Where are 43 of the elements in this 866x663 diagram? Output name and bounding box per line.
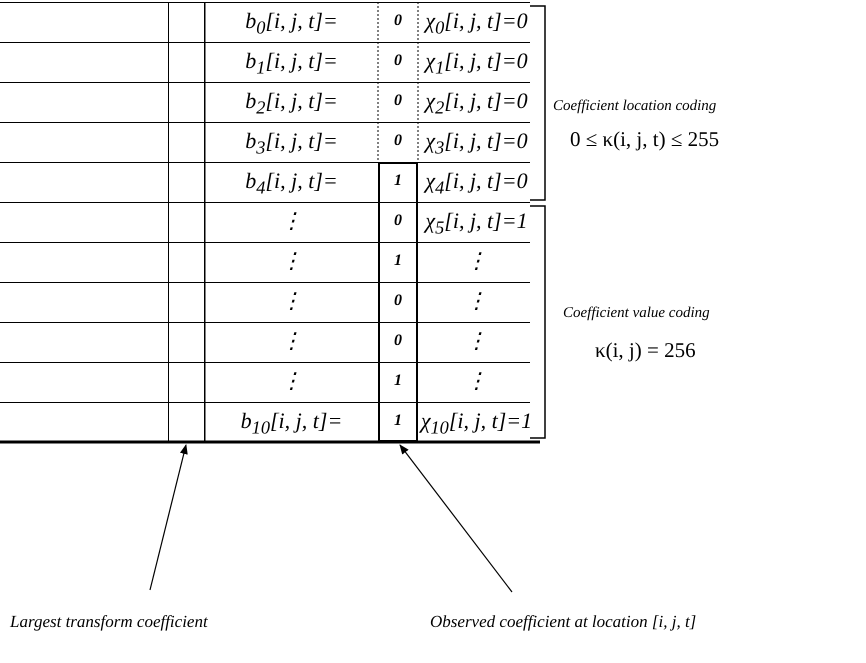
formula-text: κ(i, j) = 256 [595, 338, 696, 363]
formula-text: χ$_{5}$[i, j, t]=1 [422, 208, 529, 238]
bit-value: 1 [393, 252, 403, 270]
formula-text: χ$_{10}$[i, j, t]=1 [418, 408, 534, 438]
bit-value: 0 [393, 52, 403, 70]
bit-value: 1 [393, 172, 403, 190]
formula-text: ⋮ [280, 288, 304, 314]
formula-text: χ$_{4}$[i, j, t]=0 [422, 168, 529, 198]
bit-value: 0 [393, 212, 403, 230]
formula-text: ⋮ [280, 328, 304, 354]
formula-text: ⋮ [464, 248, 488, 274]
annotation-text: Coefficient location coding [553, 98, 716, 115]
formula-text: b$_{2}$[i, j, t]= [244, 88, 339, 118]
leader-arrow [399, 444, 512, 592]
annotation-text: Largest transform coefficient [10, 612, 208, 632]
formula-text: ⋮ [280, 368, 304, 394]
formula-text: 0 ≤ κ(i, j, t) ≤ 255 [570, 127, 720, 152]
formula-text: χ$_{0}$[i, j, t]=0 [422, 8, 529, 38]
column-outline [378, 162, 418, 442]
formula-text: χ$_{3}$[i, j, t]=0 [422, 128, 529, 158]
bit-value: 0 [393, 92, 403, 110]
formula-text: ⋮ [464, 288, 488, 314]
bit-value: 1 [393, 412, 403, 430]
formula-text: ⋮ [280, 248, 304, 274]
formula-text: b$_{3}$[i, j, t]= [244, 128, 339, 158]
formula-text: b$_{4}$[i, j, t]= [244, 168, 339, 198]
formula-text: ⋮ [280, 208, 304, 234]
formula-text: b$_{0}$[i, j, t]= [244, 8, 339, 38]
bit-value: 0 [393, 132, 403, 150]
bit-value: 0 [393, 292, 403, 310]
formula-text: χ$_{1}$[i, j, t]=0 [422, 48, 529, 78]
column-outline [168, 2, 205, 442]
annotation-text: Observed coefficient at location [i, j, t] [430, 612, 696, 632]
formula-text: ⋮ [464, 368, 488, 394]
bit-value: 1 [393, 372, 403, 390]
formula-text: b$_{10}$[i, j, t]= [240, 408, 344, 438]
formula-text: b$_{1}$[i, j, t]= [244, 48, 339, 78]
bit-value: 0 [393, 332, 403, 350]
formula-text: ⋮ [464, 328, 488, 354]
leader-arrow [149, 444, 188, 590]
bit-value: 0 [393, 12, 403, 30]
annotation-text: Coefficient value coding [563, 305, 710, 322]
formula-text: χ$_{2}$[i, j, t]=0 [422, 88, 529, 118]
